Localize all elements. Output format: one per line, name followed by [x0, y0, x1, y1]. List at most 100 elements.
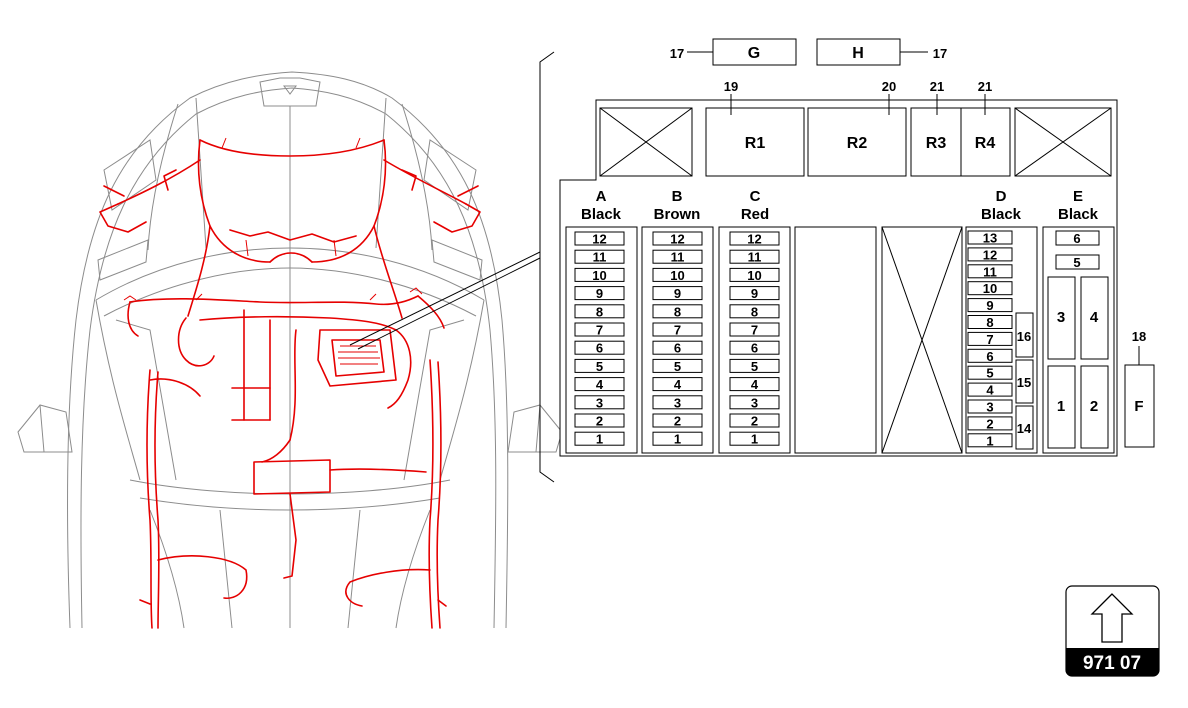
badge-band — [1066, 648, 1159, 676]
up-arrow-icon — [1090, 593, 1134, 643]
fuse-label-d-10: 10 — [983, 281, 997, 296]
fuse-d-16-label: 16 — [1017, 329, 1031, 344]
fuse-label-b-1: 1 — [674, 432, 681, 447]
fuse-slot-c-2 — [729, 413, 780, 428]
fuse-label-d-4: 4 — [986, 383, 994, 398]
h-block — [816, 38, 901, 66]
fuse-label-a-10: 10 — [592, 268, 606, 283]
fuse-label-c-3: 3 — [751, 395, 758, 410]
fuse-label-d-9: 9 — [986, 298, 993, 313]
fuse-slot-b-10 — [652, 267, 703, 282]
fuse-label-d-13: 13 — [983, 231, 997, 246]
fuse-slot-b-7 — [652, 322, 703, 337]
relay-r2 — [807, 107, 907, 177]
h-label: H — [852, 45, 864, 62]
fuse-slot-b-2 — [652, 413, 703, 428]
fuse-label-a-6: 6 — [596, 341, 603, 356]
fuse-label-d-7: 7 — [986, 332, 993, 347]
fuse-slot-d-6 — [967, 348, 1013, 363]
fuse-slot-a-11 — [574, 249, 625, 264]
relay-r3-label: R3 — [926, 135, 947, 152]
fuse-slot-b-3 — [652, 395, 703, 410]
fuse-slot-d-1 — [967, 433, 1013, 448]
fuse-slot-c-10 — [729, 267, 780, 282]
fuse-slot-c-9 — [729, 286, 780, 301]
car-illustration — [17, 71, 563, 629]
fuse-label-a-1: 1 — [596, 432, 603, 447]
fuse-label-d-2: 2 — [986, 416, 993, 431]
fuse-label-b-12: 12 — [670, 232, 684, 247]
row-d-color: Black — [981, 206, 1022, 223]
fuse-label-a-9: 9 — [596, 286, 603, 301]
fuse-d-16 — [1015, 312, 1034, 358]
direction-badge: 971 07 — [1065, 585, 1160, 677]
fuse-label-a-8: 8 — [596, 304, 603, 319]
fuse-label-c-7: 7 — [751, 323, 758, 338]
fuse-e-5-label: 5 — [1073, 255, 1080, 270]
fuse-e-1 — [1047, 365, 1076, 449]
fuse-slot-a-6 — [574, 340, 625, 355]
row-b-letter: B — [672, 188, 683, 205]
fuse-label-a-5: 5 — [596, 359, 603, 374]
fuse-slot-d-12 — [967, 247, 1013, 262]
fuse-e-2 — [1080, 365, 1109, 449]
fuse-slot-a-8 — [574, 304, 625, 319]
fuse-label-b-11: 11 — [671, 250, 685, 265]
fuse-label-b-3: 3 — [674, 395, 681, 410]
fuse-slot-b-8 — [652, 304, 703, 319]
fuse-slot-d-13 — [967, 230, 1013, 245]
fuse-slot-d-4 — [967, 382, 1013, 397]
fuse-label-c-5: 5 — [751, 359, 758, 374]
fuse-e-6-label: 6 — [1073, 231, 1080, 246]
fuse-label-a-4: 4 — [596, 377, 604, 392]
row-a-color: Black — [581, 206, 622, 223]
fuse-slot-a-5 — [574, 358, 625, 373]
row-b-color: Brown — [654, 206, 701, 223]
row-a-letter: A — [596, 188, 607, 205]
fuse-slot-b-6 — [652, 340, 703, 355]
fuse-slot-d-10 — [967, 281, 1013, 296]
relay-r4-label: R4 — [975, 135, 996, 152]
fuse-label-c-10: 10 — [747, 268, 761, 283]
fuse-slot-d-11 — [967, 264, 1013, 279]
fuse-slot-a-7 — [574, 322, 625, 337]
fuse-slots: 1211109876543211211109876543211211109876… — [574, 230, 1013, 448]
relay-r4-ref: 21 — [978, 79, 992, 94]
fuse-slot-c-7 — [729, 322, 780, 337]
fuse-d-14 — [1015, 405, 1034, 450]
fuse-e-4-label: 4 — [1090, 309, 1099, 326]
fuse-d-15 — [1015, 359, 1034, 404]
f-block-ref: 18 — [1132, 329, 1146, 344]
row-c-color: Red — [741, 206, 769, 223]
fuse-slot-c-11 — [729, 249, 780, 264]
relay-r1-label: R1 — [745, 135, 766, 152]
fuse-label-a-3: 3 — [596, 395, 603, 410]
row-d-letter: D — [996, 188, 1007, 205]
fuse-slot-d-7 — [967, 331, 1013, 346]
fuse-slot-a-1 — [574, 431, 625, 446]
fuse-slot-a-4 — [574, 377, 625, 392]
fuse-slot-b-9 — [652, 286, 703, 301]
fuse-e-6 — [1055, 230, 1100, 246]
fuse-label-c-9: 9 — [751, 286, 758, 301]
relay-r1 — [705, 107, 805, 177]
fuse-slot-b-5 — [652, 358, 703, 373]
relay-r2-label: R2 — [847, 135, 868, 152]
h-ref-number: 17 — [933, 46, 947, 61]
fuse-slot-c-1 — [729, 431, 780, 446]
fuse-e-3 — [1047, 276, 1076, 360]
fuse-e-1-label: 1 — [1057, 398, 1065, 415]
fuse-label-d-11: 11 — [983, 264, 997, 279]
top-reference-h: H 17 — [816, 38, 947, 66]
fuse-slot-a-9 — [574, 286, 625, 301]
fuse-slot-d-3 — [967, 399, 1013, 414]
fuse-d-14-label: 14 — [1017, 421, 1032, 436]
leader-line — [349, 251, 541, 346]
fuse-label-d-5: 5 — [986, 366, 993, 381]
blank-fuse-area — [794, 226, 877, 454]
fuse-slot-b-1 — [652, 431, 703, 446]
fuse-slot-d-9 — [967, 298, 1013, 313]
fuse-label-c-4: 4 — [751, 377, 759, 392]
fuse-box: G 17 H 17 R1 R2 R3 R4 19 20 21 21 — [559, 38, 1155, 457]
fuse-label-b-4: 4 — [674, 377, 682, 392]
